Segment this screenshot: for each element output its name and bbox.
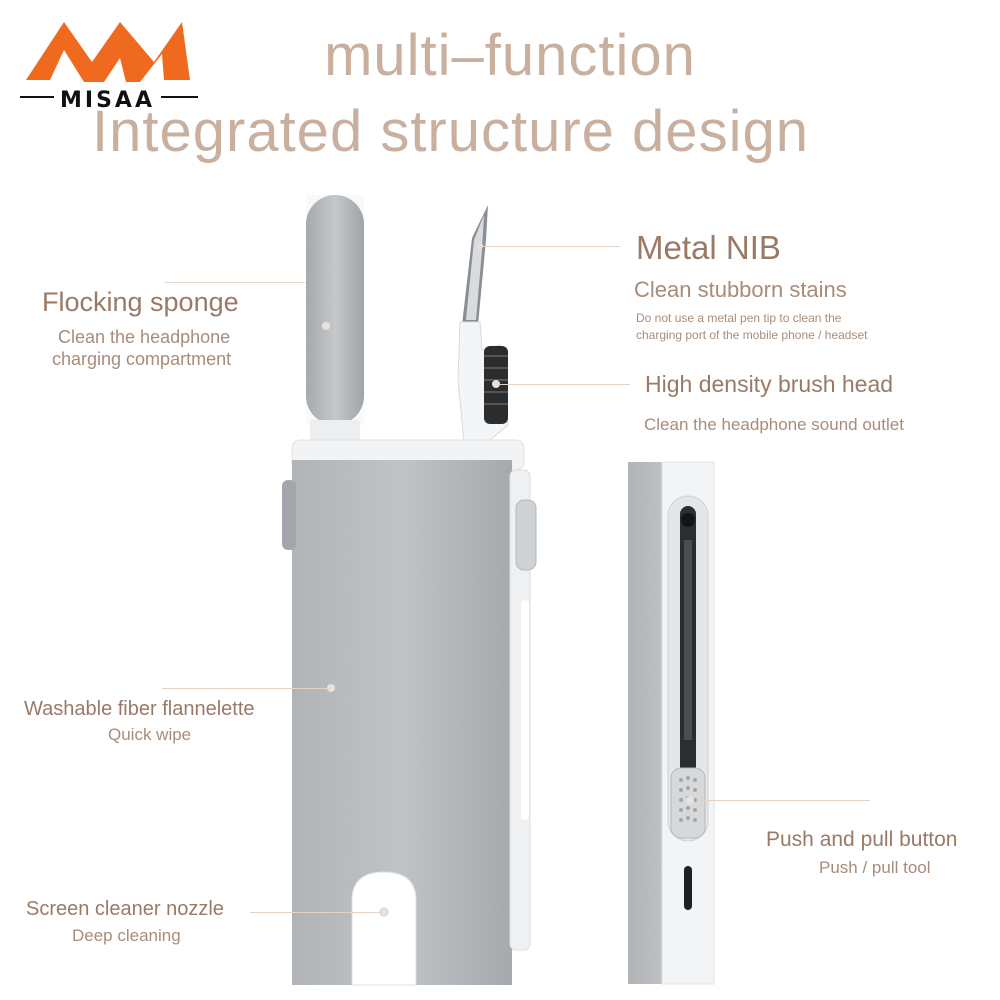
header-line-1: multi–function xyxy=(324,23,696,88)
leader-nozzle xyxy=(250,912,380,913)
flannelette-title: Washable fiber flannelette xyxy=(24,698,255,720)
brand-logo: MISAA xyxy=(14,12,204,122)
nozzle-title: Screen cleaner nozzle xyxy=(26,898,224,920)
header-line-2: Integrated structure design xyxy=(92,99,809,164)
flocking-sponge xyxy=(306,195,364,425)
metal-nib-subtitle: Clean stubborn stains xyxy=(634,277,847,302)
misaa-logo-mark-icon xyxy=(26,22,190,82)
nozzle-desc: Deep cleaning xyxy=(72,926,181,945)
push-pull-desc: Push / pull tool xyxy=(819,858,931,877)
metal-nib-note-2: charging port of the mobile phone / head… xyxy=(636,328,868,342)
brand-name: MISAA xyxy=(54,88,161,113)
screen-cleaner-nozzle xyxy=(351,871,417,986)
brush-head-title: High density brush head xyxy=(645,371,894,397)
metal-nib-title: Metal NIB xyxy=(636,229,781,266)
flocking-sponge-title: Flocking sponge xyxy=(42,287,239,317)
push-pull-title: Push and pull button xyxy=(766,828,958,851)
flannelette-desc: Quick wipe xyxy=(108,725,192,744)
leader-push xyxy=(700,800,870,801)
leader-flocking xyxy=(165,282,305,283)
main-body-fabric xyxy=(292,460,512,985)
leader-brush xyxy=(500,384,630,385)
leader-flannel xyxy=(162,688,330,689)
flocking-sponge-desc-1: Clean the headphone xyxy=(58,327,231,347)
flocking-sponge-desc-2: charging compartment xyxy=(52,349,232,369)
metal-nib-note-1: Do not use a metal pen tip to clean the xyxy=(636,311,842,325)
brush-head-desc: Clean the headphone sound outlet xyxy=(644,415,904,434)
leader-nib xyxy=(480,246,620,247)
